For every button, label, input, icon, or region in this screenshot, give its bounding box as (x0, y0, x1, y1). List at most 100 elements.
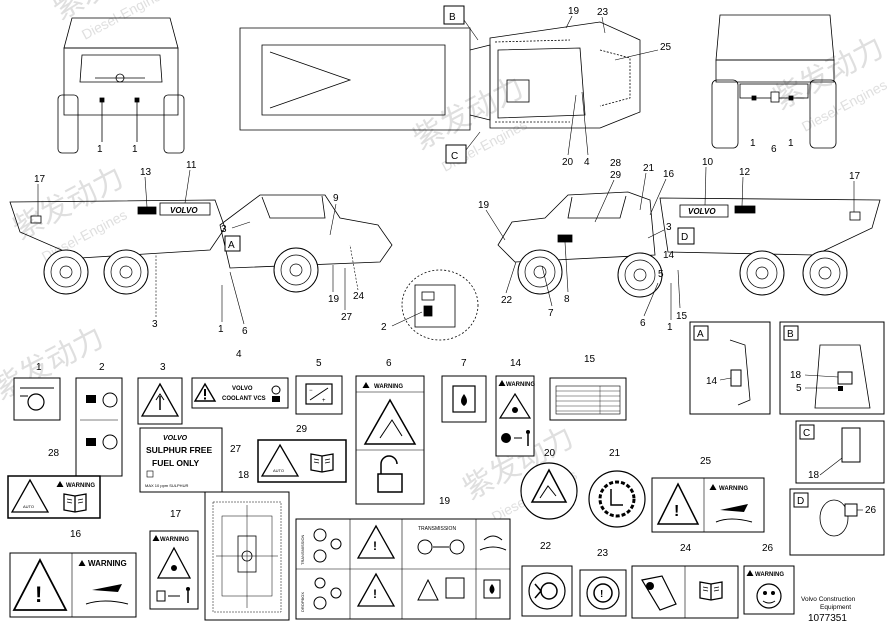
top-view (239, 21, 641, 131)
decal-5: − + (295, 375, 343, 415)
decal-14-number: 14 (510, 358, 522, 369)
decal-5-minus: − (309, 388, 313, 394)
watermark-cn: 紫发动力 (768, 31, 889, 116)
decal-21 (588, 470, 646, 528)
decal-19: TRANSMISSION DROPBOX TRANSMISSION ! ! (295, 518, 511, 620)
decal-3-number: 3 (160, 362, 166, 373)
detail-d-26: 26 (865, 505, 877, 516)
decal-29-auto: AUTO (273, 468, 284, 473)
front-view (57, 17, 185, 154)
decal-15 (549, 377, 627, 421)
decal-27-line1: SULPHUR FREE (146, 445, 212, 455)
footer-doc-number: 1077351 (808, 613, 847, 624)
right-label-3: 3 (666, 222, 672, 233)
callout-a-box (224, 235, 241, 252)
left-wheel-1 (43, 249, 89, 295)
decal-25: ! WARNING (651, 477, 765, 533)
left-label-13: 13 (140, 167, 152, 178)
decal-26-number: 26 (762, 543, 774, 554)
decal-16-warning: WARNING (88, 559, 127, 568)
decal-18-number: 18 (238, 470, 250, 481)
detail-c: C 18 (795, 420, 885, 484)
right-label-12: 12 (739, 167, 751, 178)
decal-29: AUTO (257, 439, 347, 483)
left-label-3a: 3 (221, 224, 227, 235)
decal-26: WARNING (743, 565, 795, 615)
decal-7 (441, 375, 487, 423)
decal-19-side1: TRANSMISSION (300, 534, 305, 565)
decal-25-excl: ! (674, 503, 679, 520)
left-label-3b: 3 (152, 319, 158, 330)
decal-4-number: 4 (236, 349, 242, 360)
footer-company-line1: Volvo Construction (801, 596, 856, 603)
detail-d-letter: D (797, 496, 804, 507)
left-leaders (37, 169, 359, 325)
left-label-24: 24 (353, 291, 365, 302)
top-label-25: 25 (660, 42, 672, 53)
decal-16-excl: ! (35, 582, 42, 607)
footer-company-line2: Equipment (820, 604, 851, 611)
top-label-19: 19 (568, 6, 580, 17)
decal-21-number: 21 (609, 448, 621, 459)
decal-29-number: 29 (296, 424, 308, 435)
decal-23-excl: ! (600, 589, 603, 600)
callout-c: C (451, 151, 458, 162)
decal-5-plus: + (322, 398, 326, 404)
decal-19-side2: DROPBOX (300, 592, 305, 612)
decal-24 (631, 565, 739, 619)
top-label-20: 20 (562, 157, 574, 168)
watermark-cn: 紫发动力 (8, 161, 129, 246)
left-wheel-3 (273, 247, 319, 293)
decal-25-number: 25 (700, 456, 712, 467)
decal-28-auto: AUTO (23, 504, 34, 509)
decal-5-number: 5 (316, 358, 322, 369)
decal-19-excl-1: ! (373, 539, 377, 553)
decal-27-brand: VOLVO (163, 435, 188, 442)
left-wheel-2 (103, 249, 149, 295)
right-wheel-3 (739, 250, 785, 296)
decal-20 (520, 462, 578, 520)
right-label-1: 1 (667, 322, 673, 333)
decal-1 (13, 377, 61, 421)
decal-4: VOLVO COOLANT VCS (191, 377, 289, 409)
decal-4-line2: COOLANT VCS (222, 396, 266, 402)
right-leaders (485, 166, 855, 320)
decal-14-warning: WARNING (506, 382, 535, 388)
decal-7-number: 7 (461, 358, 467, 369)
inset-detail (401, 269, 479, 341)
decal-15-number: 15 (584, 354, 596, 365)
decal-18 (204, 491, 290, 621)
decal-28-warning: WARNING (66, 483, 95, 489)
rear-label-6: 6 (771, 144, 777, 155)
right-wheel-4 (802, 250, 848, 296)
callout-d: D (681, 232, 688, 243)
detail-b: B 18 5 (779, 321, 885, 415)
decal-17: WARNING (149, 530, 199, 610)
callout-b-box (443, 5, 465, 25)
top-label-23: 23 (597, 7, 609, 18)
left-label-27: 27 (341, 312, 353, 323)
left-label-17: 17 (34, 174, 46, 185)
rear-label-1a: 1 (750, 138, 756, 149)
top-leaders (463, 15, 659, 156)
decal-26-warning: WARNING (755, 572, 784, 578)
detail-b-18: 18 (790, 370, 802, 381)
decal-19-excl-2: ! (373, 587, 377, 601)
front-label-1b: 1 (132, 144, 138, 155)
decal-2-number: 2 (99, 362, 105, 373)
right-label-8: 8 (564, 294, 570, 305)
decal-4-line1: VOLVO (232, 386, 253, 392)
decal-6-warning: WARNING (374, 384, 403, 390)
decal-20-number: 20 (544, 448, 556, 459)
decal-16-number: 16 (70, 529, 82, 540)
right-label-5: 5 (658, 269, 664, 280)
decal-2 (75, 377, 123, 477)
decal-23-number: 23 (597, 548, 609, 559)
decal-17-number: 17 (170, 509, 182, 520)
left-label-9: 9 (333, 193, 339, 204)
right-wheel-1 (517, 249, 563, 295)
right-label-10: 10 (702, 157, 714, 168)
decal-3 (137, 377, 183, 425)
right-label-19: 19 (478, 200, 490, 211)
left-brand: VOLVO (170, 206, 198, 215)
